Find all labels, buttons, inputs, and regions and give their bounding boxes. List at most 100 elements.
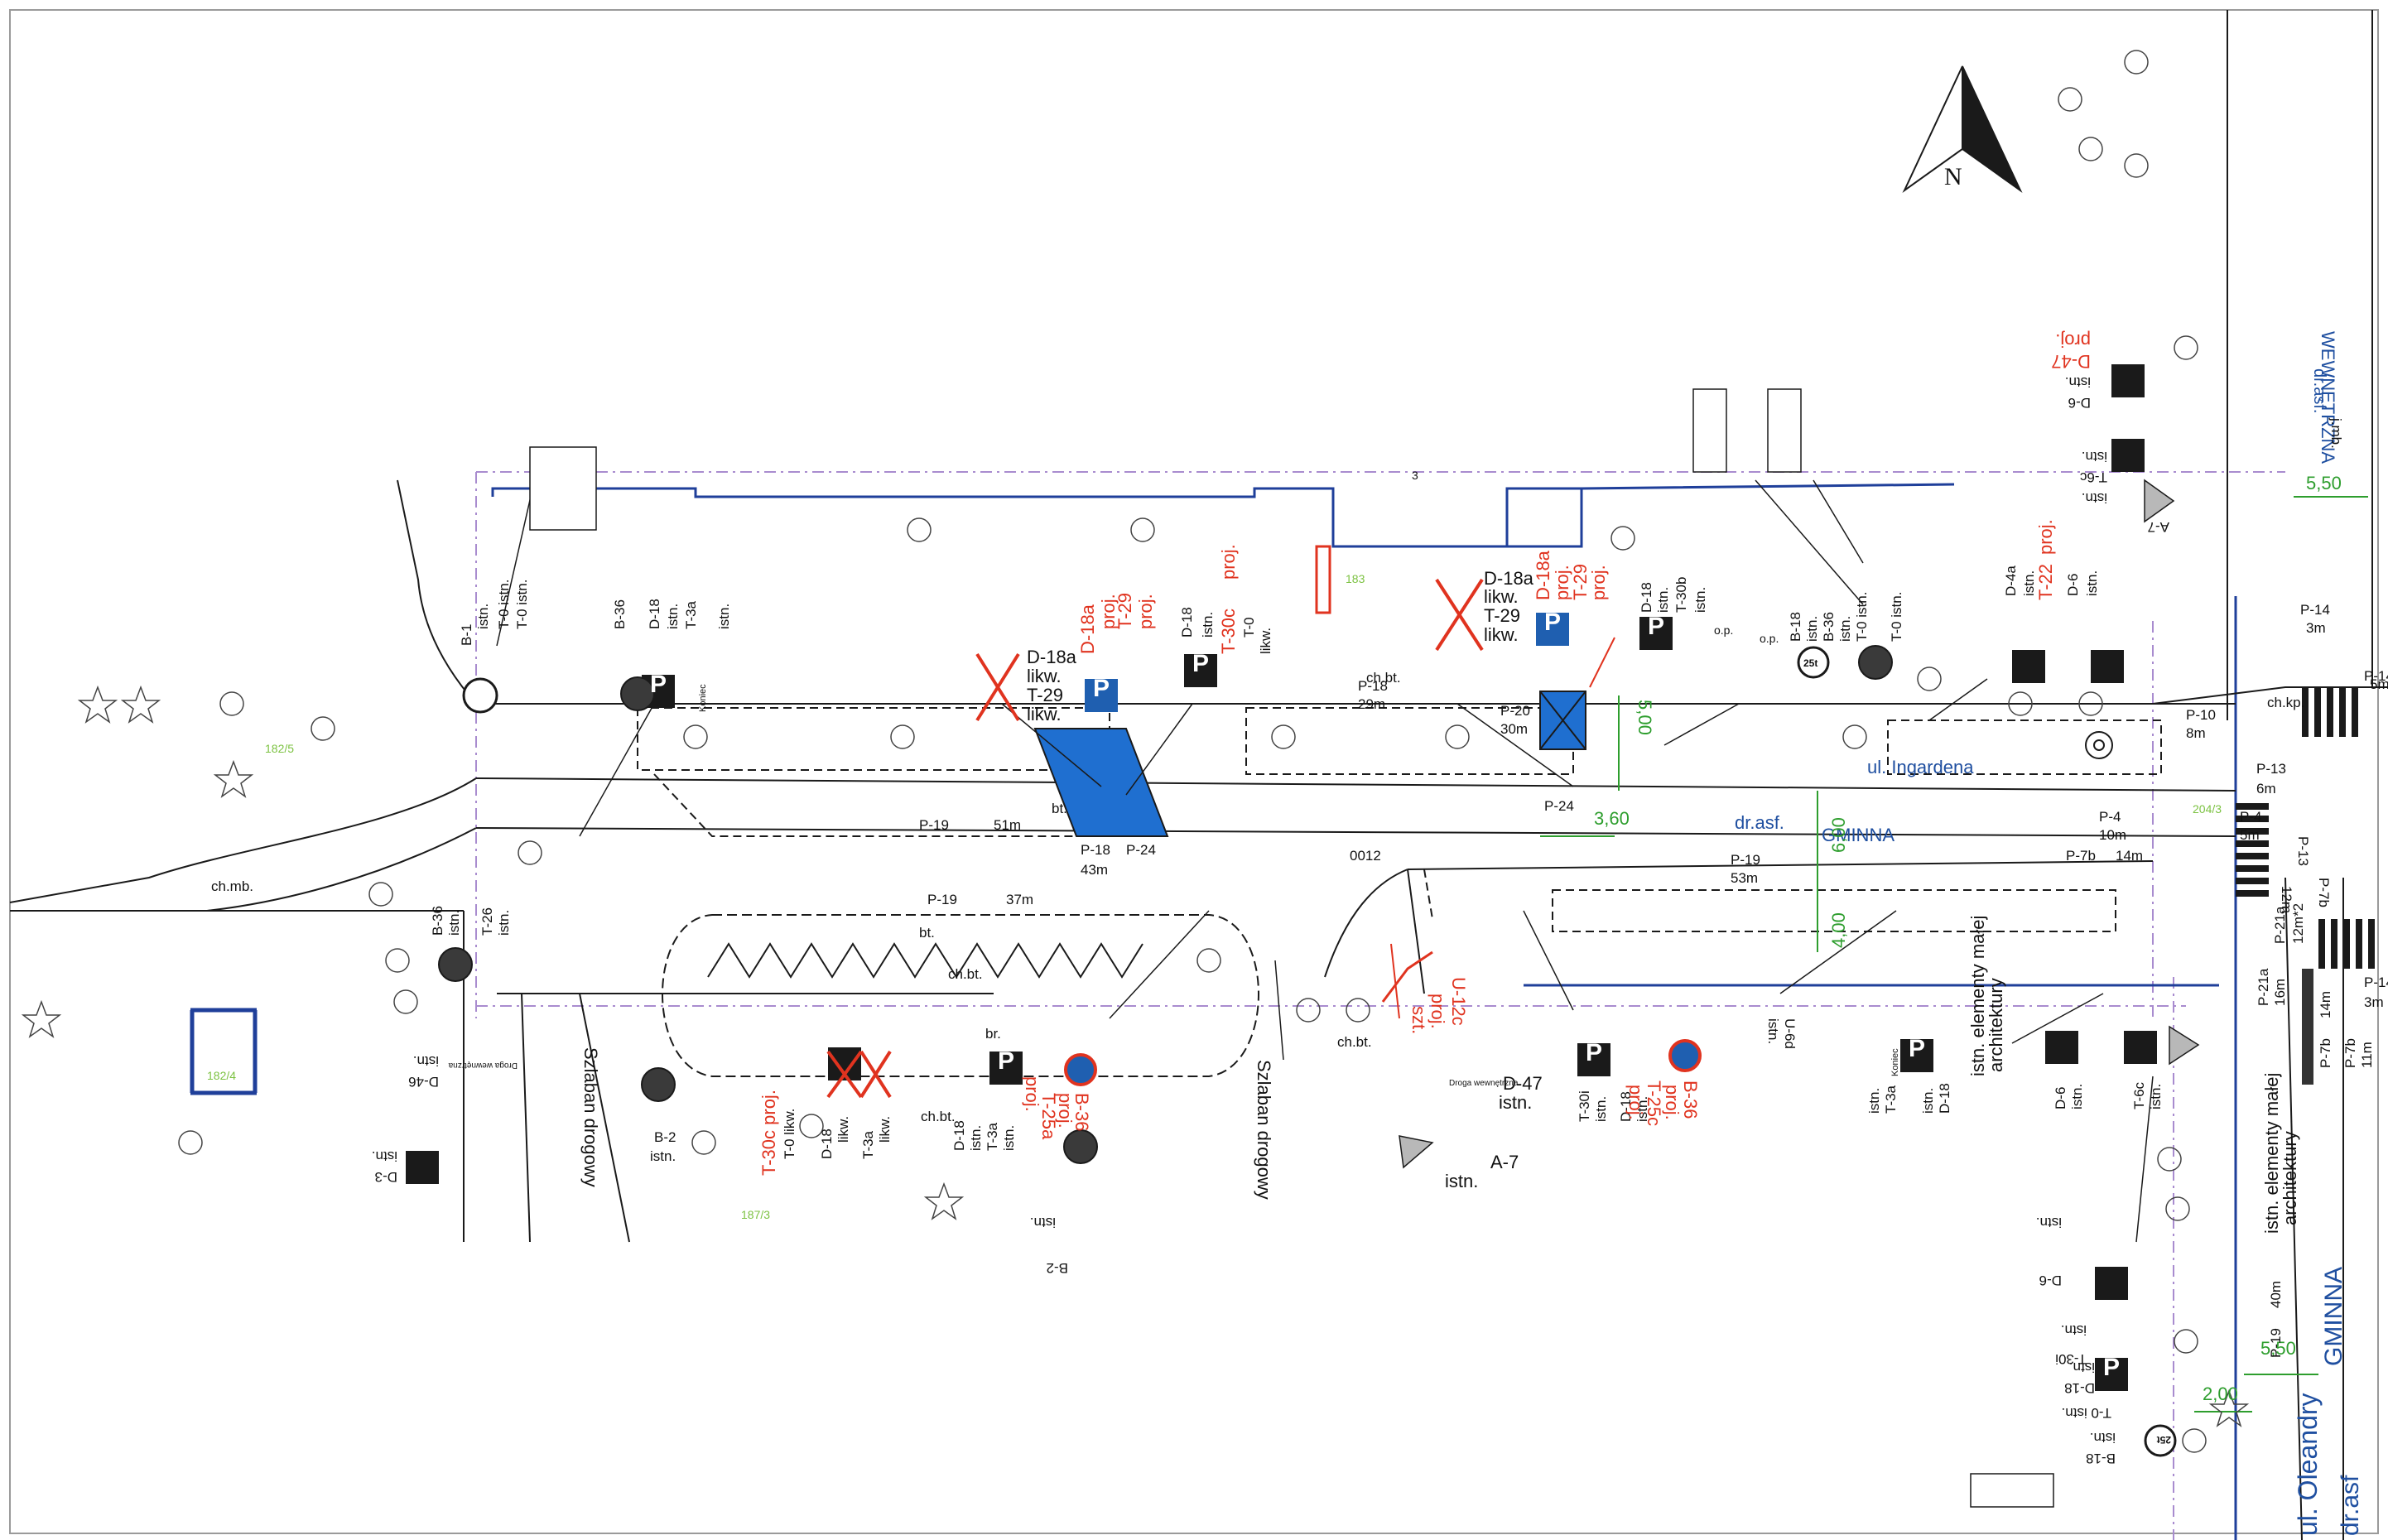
marking-code: P-13 (2256, 761, 2286, 777)
sign-label-status: proj. (1552, 565, 1572, 600)
surface-jmb: j.mb. (2328, 418, 2344, 449)
sign-label-t26: T-26 (479, 907, 495, 936)
trees (178, 50, 2207, 1453)
marking-length: 11m (2359, 1042, 2375, 1068)
sign-label-status: likw. (1027, 666, 1062, 686)
droga-wewnetrzna-plate: Droga wewnętrzna (1449, 1079, 1519, 1088)
sign-label-status: likw. (1258, 627, 1273, 654)
zebra-crossings (2236, 687, 2375, 1085)
star-symbols (21, 685, 2250, 1427)
b18-sign-face: 25t (2156, 1434, 2171, 1446)
street-oleandry-class: GMINNA (2320, 1267, 2347, 1366)
sign-label-status: istn. (446, 909, 462, 936)
marking-length: 53m (1731, 870, 1759, 886)
sign-label-status: proj. (2035, 519, 2056, 555)
sign-label-status: istn. (412, 1053, 439, 1069)
surface-ch-kp: ch.kp. (2267, 695, 2305, 710)
marking-length: 5m (2370, 676, 2388, 692)
sign-label-status: proj. (1625, 1085, 1646, 1120)
sign-label-status: istn. (1837, 615, 1853, 642)
round-sign-icons (438, 645, 2177, 1457)
sign-label-t30b: T-30b (1673, 576, 1689, 613)
sign-label-status: istn. (1499, 1092, 1533, 1113)
sign-label-d18: D-18 (819, 1129, 835, 1159)
sign-label-status: istn. (1029, 1215, 1056, 1230)
street-ingardena-class: GMINNA (1822, 825, 1895, 845)
surface-bt-1: bt. (1052, 801, 1067, 816)
sign-label-status: likw. (835, 1115, 851, 1143)
sign-label-b18: B-18 (2086, 1451, 2116, 1466)
marking-length: 16m (2272, 978, 2288, 1006)
marking-length: 37m (1006, 892, 1034, 907)
north-letter: N (1944, 163, 1962, 190)
sign-label-status: istn. (2035, 1215, 2062, 1230)
sign-label-status: istn. (2148, 1083, 2164, 1109)
sign-label-status: istn. (2068, 1360, 2095, 1375)
sign-label-status: proj. (2055, 330, 2091, 351)
sign-label-b18: B-18 (1788, 612, 1803, 642)
sign-label-d3: D-3 (374, 1169, 397, 1185)
sign-label-status: istn. (2060, 1322, 2087, 1338)
marking-code: P-14 (2364, 975, 2388, 990)
surface-br: br. (985, 1026, 1001, 1042)
marking-length: 6m (2256, 781, 2276, 796)
barrier-label-1: Szlaban drogowy (580, 1047, 601, 1187)
dim-6-00: 6,00 (1828, 817, 1849, 853)
sign-label-status: proj. (1055, 1093, 1076, 1129)
sign-label-d18: D-18 (647, 599, 662, 629)
sign-label-status: proj. (1135, 594, 1156, 629)
sign-label-status: istn. (1655, 586, 1671, 613)
p24-space-lower (1033, 728, 1169, 837)
sign-label-t0a: T-0 istn. (1854, 591, 1870, 642)
triangle-sign-icons (1399, 479, 2200, 1169)
sign-label-status: likw. (1484, 586, 1519, 607)
sign-label-status: proj. (1428, 994, 1448, 1029)
sign-label-b2: B-2 (1046, 1260, 1068, 1276)
red-leader (1390, 637, 1615, 1019)
op-label-1: o.p. (1714, 623, 1734, 637)
marking-code: P-18 (1081, 842, 1110, 858)
parking-sign-face: P (1093, 675, 1110, 702)
surface-dr-asf-1: dr.asf. (1735, 812, 1784, 833)
u12c-barrier (1315, 545, 1433, 1003)
sign-label-t3a: T-3a (985, 1122, 1000, 1151)
sign-label-status: istn. (1692, 586, 1708, 613)
marking-length: 3m (2364, 994, 2384, 1010)
sign-label-status: istn. (1866, 1087, 1882, 1114)
sign-label-d18a-proj: D-18a (1533, 551, 1553, 600)
marking-code: P-19 (1731, 852, 1760, 868)
sign-label-t6c: T-6c (2079, 469, 2107, 485)
marking-code: P-4 (2240, 809, 2262, 825)
zigzag-marking (707, 942, 1143, 979)
sign-label-status: istn. (2081, 490, 2107, 506)
dim-5-00: 5,00 (1635, 700, 1655, 735)
marking-code: P-7b (2316, 878, 2332, 907)
sign-label-t30c: T-30c proj. (758, 1090, 779, 1176)
parking-sign-icons (642, 613, 2128, 1391)
sign-label-t30c: T-30c (1218, 608, 1239, 654)
surface-ch-mb: ch.mb. (211, 878, 254, 894)
surface-dr-asf-3: dr.asf (2337, 1475, 2364, 1536)
sign-label-status: proj. (1022, 1076, 1042, 1112)
sign-label-status: istn. (650, 1148, 676, 1164)
koniec-plate: Koniec (698, 684, 708, 712)
dim-5-50b: 5,50 (2260, 1338, 2296, 1359)
sign-label-b2: B-2 (654, 1129, 676, 1145)
surface-dr-asf-2: dr.asf. (2310, 368, 2328, 414)
sign-label-b36-proj: B-36 (1071, 1093, 1092, 1132)
blue-boundary-top (491, 483, 1955, 548)
parcel-0012: 0012 (1350, 848, 1381, 864)
sign-label-t29: T-29 (1570, 563, 1591, 600)
marking-code: P-18 (1358, 678, 1388, 694)
sign-label-b36: B-36 (612, 599, 628, 629)
marking-code: P-10 (2186, 707, 2216, 723)
sign-label-d18: D-18 (951, 1120, 967, 1151)
sign-label-status: istn. (1445, 1171, 1479, 1191)
parking-sign-face: P (1648, 613, 1665, 640)
sign-label-d18: D-18 (1937, 1083, 1952, 1114)
op-label-2: o.p. (1760, 632, 1779, 645)
sign-label-b1-status: istn. (475, 603, 491, 629)
sign-label-status: likw. (1027, 704, 1062, 724)
parking-sign-face: P (1909, 1035, 1926, 1062)
dim-4-00: 4,00 (1828, 912, 1849, 948)
